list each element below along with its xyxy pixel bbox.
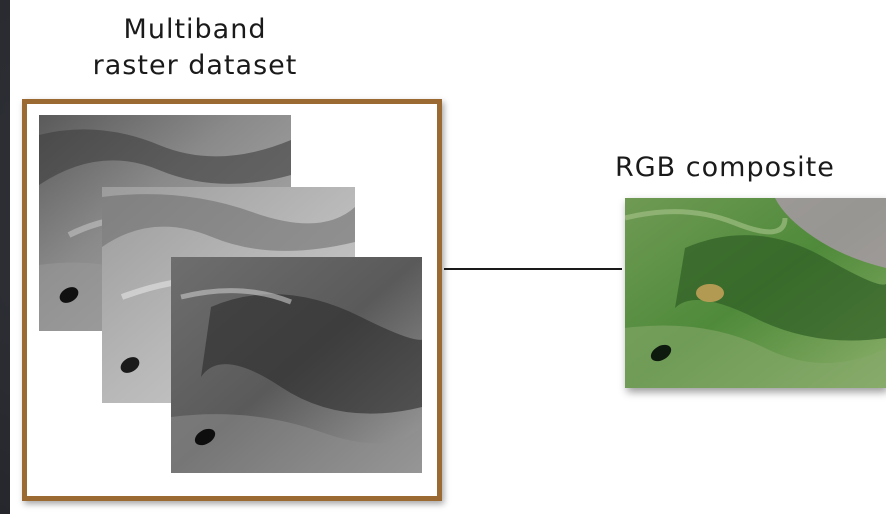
multiband-title: Multiband raster dataset <box>55 12 335 84</box>
raster-band-3-image <box>171 257 422 473</box>
multiband-title-line-1: Multiband <box>123 14 267 45</box>
rgb-composite-image <box>625 198 886 388</box>
multiband-title-line-2: raster dataset <box>92 50 298 81</box>
multiband-raster-frame <box>22 99 442 501</box>
connector-line <box>444 268 622 270</box>
rgb-composite-title: RGB composite <box>615 152 835 183</box>
